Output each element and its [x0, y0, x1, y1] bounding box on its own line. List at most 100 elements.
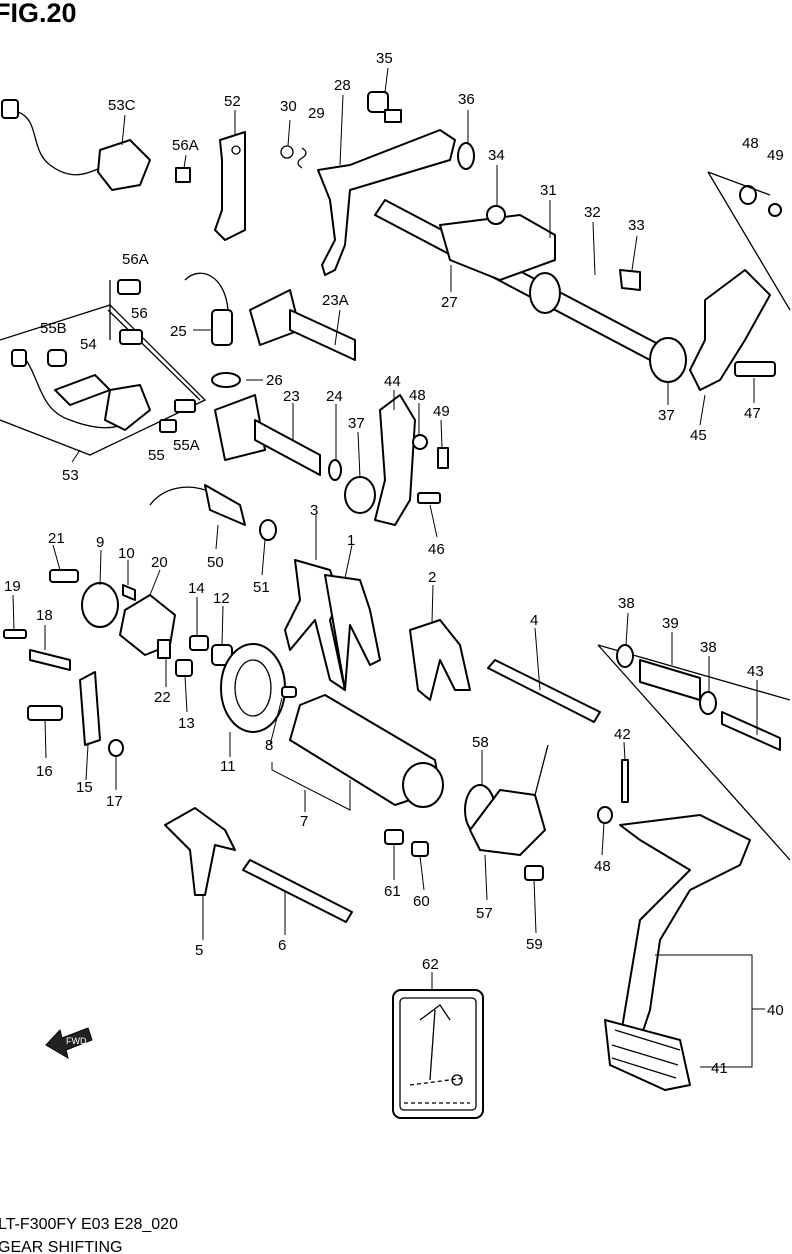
- callout-8: 8: [265, 737, 273, 754]
- figure-title: FIG.20: [0, 0, 77, 28]
- callout-61: 61: [384, 883, 401, 900]
- callout-48-mid: 48: [409, 387, 426, 404]
- callout-13: 13: [178, 715, 195, 732]
- callout-56: 56: [131, 305, 148, 322]
- callout-33: 33: [628, 217, 645, 234]
- arm-44-drawing: [374, 394, 449, 526]
- callout-5: 5: [195, 942, 203, 959]
- callout-15: 15: [76, 779, 93, 796]
- callout-24: 24: [326, 388, 343, 405]
- callout-50: 50: [207, 554, 224, 571]
- callout-43: 43: [747, 663, 764, 680]
- callout-56a-mid: 56A: [122, 251, 149, 268]
- callout-28: 28: [334, 77, 351, 94]
- sensor-50-drawing: [149, 484, 277, 541]
- stopper-parts-drawing: [3, 569, 233, 757]
- bracket-52-drawing: [214, 131, 246, 241]
- callout-62: 62: [422, 956, 439, 973]
- gear-shift-arm-45-drawing: [649, 171, 791, 391]
- callout-3: 3: [310, 502, 318, 519]
- callout-41: 41: [711, 1060, 728, 1077]
- gear-shift-lever-40-drawing: [597, 806, 751, 1091]
- callout-37-mid: 37: [348, 415, 365, 432]
- switch-assembly-53-drawing: [0, 279, 207, 456]
- callout-2: 2: [428, 569, 436, 586]
- callout-54: 54: [80, 336, 97, 353]
- callout-6: 6: [278, 937, 286, 954]
- callout-58: 58: [472, 734, 489, 751]
- shift-drum-7-drawing: [220, 643, 444, 808]
- fwd-label: FWD: [66, 1036, 87, 1046]
- callout-7: 7: [300, 813, 308, 830]
- callout-22: 22: [154, 689, 171, 706]
- callout-55: 55: [148, 447, 165, 464]
- shift-shaft-27-drawing: [374, 199, 661, 361]
- callout-10: 10: [118, 545, 135, 562]
- callout-57: 57: [476, 905, 493, 922]
- spring-39-drawing: [597, 644, 791, 861]
- callout-37-right: 37: [658, 407, 675, 424]
- figure-caption: GEAR SHIFTING: [0, 1239, 122, 1254]
- shaft-4-drawing: [487, 659, 601, 723]
- callout-44: 44: [384, 373, 401, 390]
- callout-60: 60: [413, 893, 430, 910]
- callout-11: 11: [220, 758, 236, 775]
- callout-25: 25: [170, 323, 187, 340]
- callout-31: 31: [540, 182, 557, 199]
- callout-21: 21: [48, 530, 65, 547]
- leader-lines: [12, 67, 765, 1068]
- callout-14: 14: [188, 580, 205, 597]
- callout-20: 20: [151, 554, 168, 571]
- callout-9: 9: [96, 534, 104, 551]
- callout-49-top: 49: [767, 147, 784, 164]
- callout-32: 32: [584, 204, 601, 221]
- callout-4: 4: [530, 612, 538, 629]
- callout-53c: 53C: [108, 97, 136, 114]
- switch-53c-drawing: [1, 99, 191, 191]
- callout-49-mid: 49: [433, 403, 450, 420]
- callout-23: 23: [283, 388, 300, 405]
- shift-arm-28-drawing: [280, 91, 475, 276]
- callout-38-top: 38: [618, 595, 635, 612]
- callout-45: 45: [690, 427, 707, 444]
- callout-55b: 55B: [40, 320, 67, 337]
- callout-52: 52: [224, 93, 241, 110]
- callout-30: 30: [280, 98, 297, 115]
- callout-27: 27: [441, 294, 458, 311]
- callout-55a: 55A: [173, 437, 200, 454]
- callout-47: 47: [744, 405, 761, 422]
- shaft-6-drawing: [242, 859, 353, 923]
- callout-38-bottom: 38: [700, 639, 717, 656]
- callout-56a-top: 56A: [172, 137, 199, 154]
- model-code: LT-F300FY E03 E28_020: [0, 1216, 178, 1233]
- callout-46: 46: [428, 541, 445, 558]
- shaft-23-drawing: [214, 394, 376, 514]
- callout-51: 51: [253, 579, 270, 596]
- fwd-arrow-icon: FWD: [45, 1027, 93, 1060]
- callout-17: 17: [106, 793, 123, 810]
- callout-59: 59: [526, 936, 543, 953]
- callout-12: 12: [213, 590, 230, 607]
- callout-42: 42: [614, 726, 631, 743]
- callout-23a: 23A: [322, 292, 349, 309]
- shift-fork-drawing: [164, 559, 471, 896]
- callout-1: 1: [347, 532, 355, 549]
- callout-26: 26: [266, 372, 283, 389]
- gear-position-57-drawing: [384, 744, 549, 881]
- callout-36: 36: [458, 91, 475, 108]
- callout-35: 35: [376, 50, 393, 67]
- callout-18: 18: [36, 607, 53, 624]
- callout-48-bottom: 48: [594, 858, 611, 875]
- callout-29: 29: [308, 105, 325, 122]
- callout-labels: 35 28 30 29 36 34 31 32 33 27 48 49 37 4…: [4, 50, 784, 1077]
- callout-16: 16: [36, 763, 53, 780]
- callout-40: 40: [767, 1002, 784, 1019]
- callout-39: 39: [662, 615, 679, 632]
- callout-34: 34: [488, 147, 505, 164]
- shaft-23a-drawing: [184, 272, 356, 388]
- callout-19: 19: [4, 578, 21, 595]
- callout-48-top: 48: [742, 135, 759, 152]
- callout-53: 53: [62, 467, 79, 484]
- shift-label-62-drawing: [392, 989, 484, 1119]
